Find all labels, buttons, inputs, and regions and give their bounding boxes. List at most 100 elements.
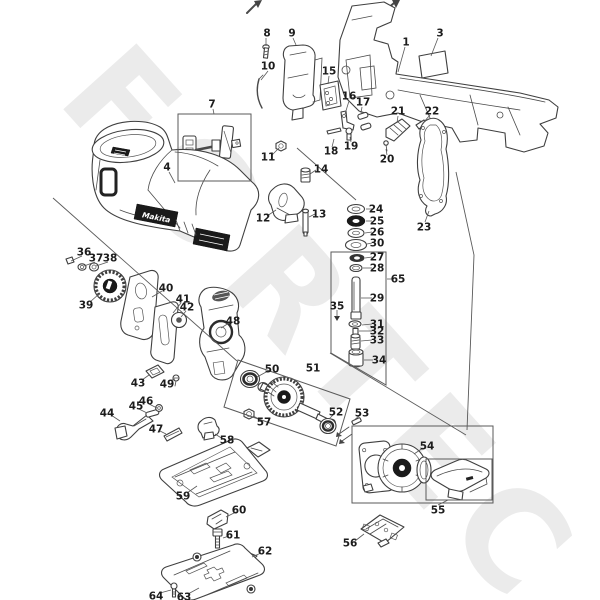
part-label-35: 35 xyxy=(330,301,345,313)
part-label-52: 52 xyxy=(329,407,344,419)
part-label-59: 59 xyxy=(176,491,191,503)
part-label-34: 34 xyxy=(372,355,387,367)
part-36-nut xyxy=(65,256,75,265)
part-23-gasket xyxy=(416,117,450,217)
box-part-51 xyxy=(223,359,351,447)
part-label-30: 30 xyxy=(370,238,385,250)
part-label-11: 11 xyxy=(261,152,276,164)
part-label-18: 18 xyxy=(324,146,339,158)
leader-line-20 xyxy=(424,210,430,223)
section-line-3 xyxy=(329,352,467,436)
leader-line-11 xyxy=(309,169,317,175)
part-label-31: 31 xyxy=(370,319,385,331)
part-label-19: 19 xyxy=(344,141,359,153)
leader-line-6 xyxy=(292,37,297,46)
part-label-46: 46 xyxy=(139,396,154,408)
leader-line-4 xyxy=(212,108,215,115)
part-10-wire xyxy=(256,74,264,109)
leader-line-9 xyxy=(266,209,277,217)
parts-24-34-plunger-stack xyxy=(334,203,368,368)
group-boxes-layer xyxy=(177,113,494,504)
leader-line-41 xyxy=(110,414,121,422)
leader-line-7 xyxy=(260,70,269,81)
part-label-50: 50 xyxy=(265,364,280,376)
leader-line-35 xyxy=(95,261,109,267)
leader-line-58 xyxy=(251,552,262,558)
part-label-13: 13 xyxy=(312,209,327,221)
box-part-55 xyxy=(425,458,493,501)
part-52-bearing xyxy=(319,417,337,435)
part-label-64: 64 xyxy=(149,591,164,600)
part-59-base xyxy=(159,438,271,507)
leader-line-1 xyxy=(397,46,406,73)
leader-line-52 xyxy=(354,533,365,542)
part-61-bolt xyxy=(212,528,223,549)
section-lines-layer xyxy=(52,147,475,436)
leader-line-3 xyxy=(168,171,176,184)
leader-line-18 xyxy=(396,115,399,124)
part-label-58: 58 xyxy=(220,435,235,447)
leader-line-53 xyxy=(252,415,262,421)
part-label-56: 56 xyxy=(343,538,358,550)
part-label-55: 55 xyxy=(431,505,446,517)
brand-badge xyxy=(133,203,179,228)
leader-line-28 xyxy=(361,323,373,326)
part-19-pin xyxy=(345,127,353,141)
leader-lines-layer xyxy=(70,37,449,595)
part-17-pins xyxy=(357,111,372,131)
part-53-screws xyxy=(336,417,362,444)
part-label-54: 54 xyxy=(420,441,435,453)
arrow-35-icon xyxy=(334,316,340,321)
part-39-gear xyxy=(93,269,127,303)
part-label-27: 27 xyxy=(370,252,385,264)
part-1-handle-housing xyxy=(337,1,559,153)
leader-line-30 xyxy=(360,339,373,342)
part-label-41: 41 xyxy=(176,294,191,306)
leader-line-39 xyxy=(180,310,187,318)
section-line-1 xyxy=(296,147,357,201)
part-label-16: 16 xyxy=(342,91,357,103)
leader-line-54 xyxy=(214,433,224,440)
leader-line-43 xyxy=(148,403,158,409)
part-16-bracket xyxy=(340,110,355,131)
part-43-plate xyxy=(145,364,165,379)
part-58-holder xyxy=(197,416,220,441)
part-label-28: 28 xyxy=(370,263,385,275)
part-38-cap xyxy=(88,262,100,272)
part-label-21: 21 xyxy=(391,106,406,118)
part-60-clamp xyxy=(206,509,229,530)
section-line-4 xyxy=(455,171,475,431)
leader-line-42 xyxy=(138,408,148,414)
section-line-2 xyxy=(52,197,238,362)
part-20-screw xyxy=(383,140,389,152)
part-label-44: 44 xyxy=(100,408,115,420)
leader-line-38 xyxy=(172,302,182,314)
part-label-32: 32 xyxy=(370,326,385,338)
leader-line-2 xyxy=(430,37,439,57)
box-parts-54-55 xyxy=(351,425,494,504)
box-part-65 xyxy=(330,251,387,386)
leader-line-59 xyxy=(187,587,200,595)
part-label-20: 20 xyxy=(380,154,395,166)
leader-line-14 xyxy=(360,106,363,114)
part-label-14: 14 xyxy=(314,164,329,176)
part-label-17: 17 xyxy=(356,97,371,109)
leader-line-25 xyxy=(364,256,373,259)
leader-line-46 xyxy=(168,378,176,382)
part-40-plate xyxy=(120,269,159,341)
leader-line-49 xyxy=(352,415,360,422)
parts-artwork: Makita xyxy=(65,0,559,600)
part-21-terminal-block xyxy=(385,118,411,142)
leader-line-23 xyxy=(364,231,373,234)
part-label-57: 57 xyxy=(257,417,272,429)
part-label-10: 10 xyxy=(261,61,276,73)
part-46-washer xyxy=(155,404,163,412)
part-label-23: 23 xyxy=(417,222,432,234)
part-label-40: 40 xyxy=(159,283,174,295)
part-15-plate xyxy=(319,80,342,111)
leader-line-45 xyxy=(220,322,230,329)
part-47-rod xyxy=(163,427,183,442)
